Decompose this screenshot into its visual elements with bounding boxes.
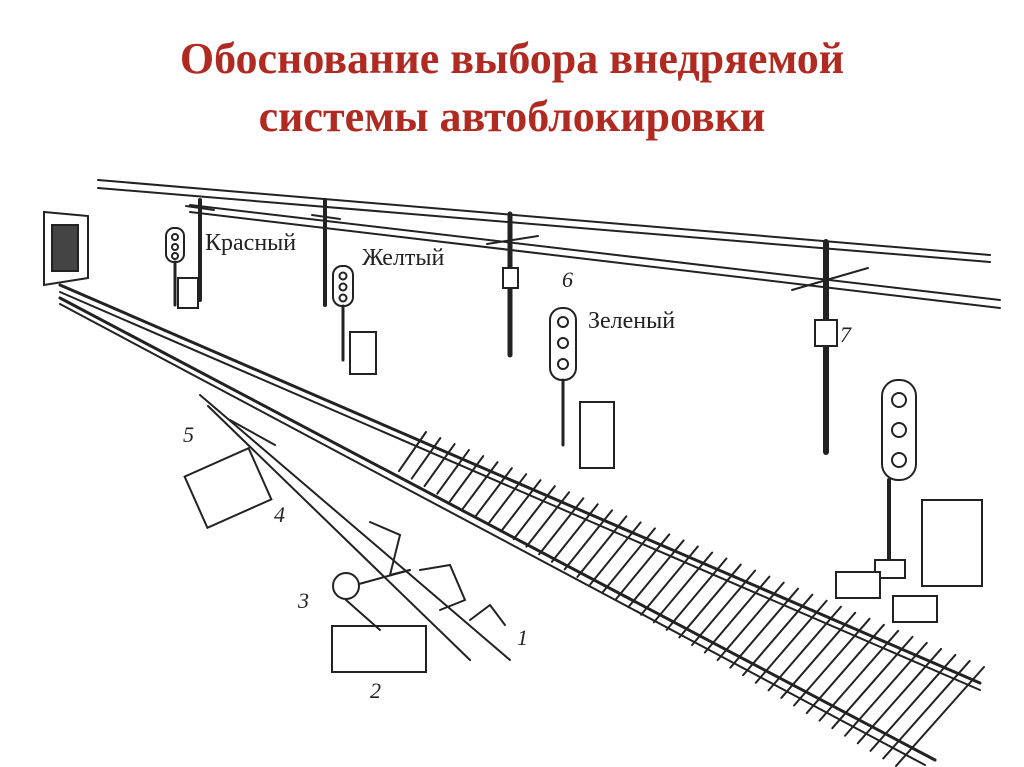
marker-1: 1 (517, 625, 528, 650)
wiring-schematic (183, 394, 511, 673)
label-red: Красный (205, 230, 296, 256)
track-relay-boxes (835, 571, 938, 623)
railway-track (58, 283, 985, 767)
signal-yellow (332, 265, 377, 375)
marker-5: 5 (183, 422, 194, 447)
equipment-box-5 (183, 446, 273, 530)
marker-2: 2 (370, 678, 381, 703)
marker-3: 3 (297, 588, 309, 613)
battery-3 (332, 572, 360, 600)
marker-4: 4 (274, 502, 285, 527)
marker-7: 7 (840, 322, 852, 347)
mast-2 (311, 198, 341, 307)
mast-4 (791, 239, 869, 455)
tunnel-portal (43, 210, 89, 287)
signal-red (165, 227, 199, 309)
page-title: Обоснование выбора внедряемой системы ав… (0, 30, 1024, 146)
label-green: Зеленый (588, 308, 675, 334)
mast-1 (185, 198, 215, 302)
signal-green (549, 307, 615, 469)
signal-4 (874, 379, 983, 587)
mast-3 (486, 211, 539, 358)
title-line-2: системы автоблокировки (258, 92, 766, 141)
marker-6: 6 (562, 267, 573, 292)
catenary-masts (185, 198, 869, 455)
equipment-box-2 (331, 625, 427, 673)
title-line-1: Обоснование выбора внедряемой (179, 34, 845, 83)
label-yellow: Желтый (362, 245, 445, 271)
